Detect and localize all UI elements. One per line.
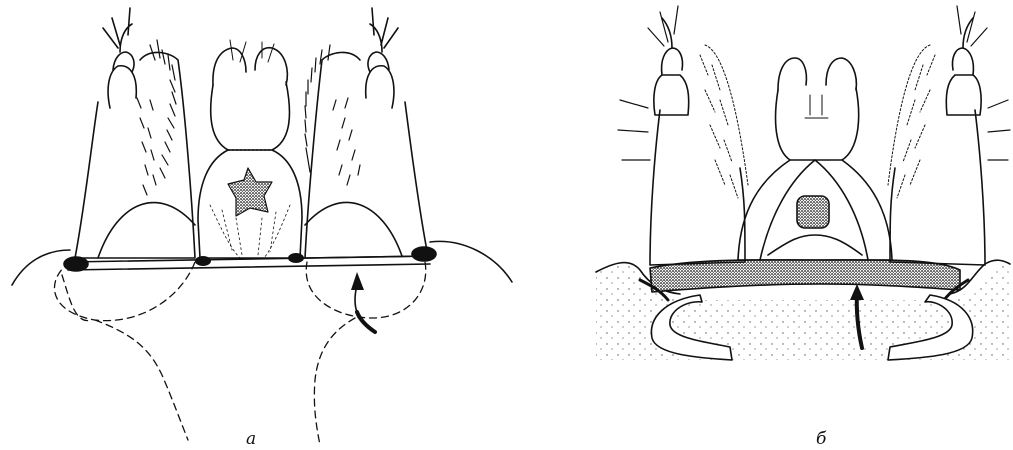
central-labium-b bbox=[738, 58, 892, 260]
right-palp bbox=[366, 8, 398, 108]
head-capsule-right bbox=[430, 241, 512, 282]
central-spot bbox=[228, 168, 272, 216]
right-bristles-b bbox=[888, 45, 935, 198]
head-capsule-left bbox=[12, 250, 70, 285]
right-bristles bbox=[305, 45, 360, 185]
right-condyle bbox=[412, 247, 436, 261]
central-labium bbox=[198, 40, 302, 258]
left-palp bbox=[103, 8, 136, 108]
central-spot-b bbox=[797, 196, 829, 228]
panel-label-a: а bbox=[246, 429, 256, 449]
left-lobe-b bbox=[650, 110, 745, 265]
panel-a-drawing bbox=[12, 8, 512, 445]
left-bristles bbox=[137, 40, 176, 195]
right-lobe-b bbox=[890, 110, 985, 265]
panel-b-drawing bbox=[596, 6, 1010, 360]
dashed-outline bbox=[54, 262, 425, 445]
left-condyle bbox=[64, 257, 88, 271]
panel-label-b: б bbox=[816, 429, 827, 449]
base-bar-dark bbox=[650, 260, 960, 292]
